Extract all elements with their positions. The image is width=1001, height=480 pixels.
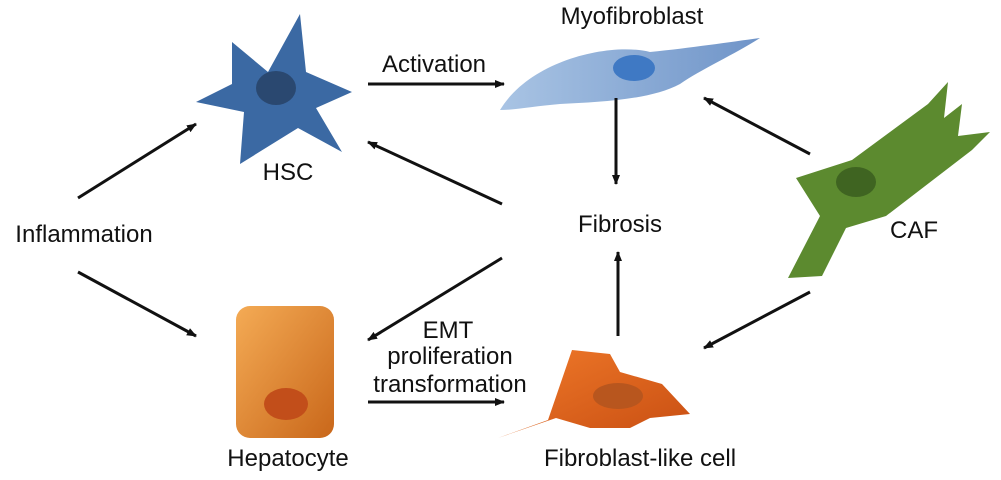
arrow-inflammation-to-hsc bbox=[77, 122, 197, 200]
label-transformation: transformation bbox=[373, 371, 526, 398]
hepatocyte-cell-icon bbox=[236, 306, 334, 438]
myofibroblast-cell-icon bbox=[500, 38, 760, 110]
label-emt: EMT bbox=[423, 317, 474, 344]
label-hepatocyte: Hepatocyte bbox=[227, 445, 348, 472]
arrow-fibrosis-to-hepatocyte bbox=[367, 256, 503, 342]
myofibroblast-nucleus bbox=[613, 55, 655, 81]
caf-cell-icon bbox=[788, 82, 990, 278]
label-inflammation: Inflammation bbox=[15, 221, 152, 248]
arrow-caf-to-fibroblast-like bbox=[703, 290, 811, 350]
fibroblast-like-cell-icon bbox=[498, 350, 690, 438]
label-hsc: HSC bbox=[263, 159, 314, 186]
caf-nucleus bbox=[836, 167, 876, 197]
arrow-caf-to-myofibroblast bbox=[703, 96, 811, 156]
stellate-cell-icon bbox=[196, 14, 352, 164]
label-activation: Activation bbox=[382, 51, 486, 78]
fibroblast-like-nucleus bbox=[593, 383, 643, 409]
hsc-nucleus bbox=[256, 71, 296, 105]
label-fibrosis: Fibrosis bbox=[578, 211, 662, 238]
hepatocyte-nucleus bbox=[264, 388, 308, 420]
label-proliferation: proliferation bbox=[387, 343, 512, 370]
label-caf: CAF bbox=[890, 217, 938, 244]
arrow-fibrosis-to-hsc bbox=[367, 140, 503, 206]
label-fibroblast-like-cell: Fibroblast-like cell bbox=[544, 445, 736, 472]
label-myofibroblast: Myofibroblast bbox=[561, 3, 704, 30]
arrow-inflammation-to-hepatocyte bbox=[77, 270, 197, 338]
